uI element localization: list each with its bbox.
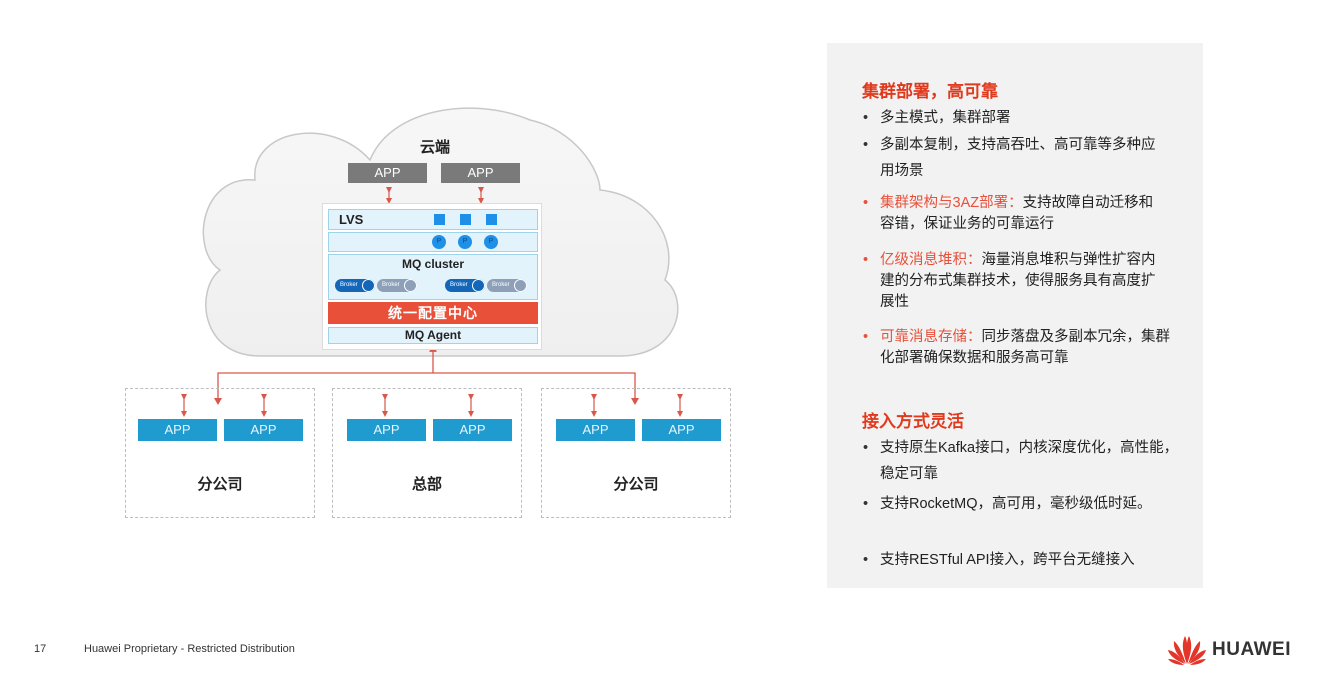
broker-standby[interactable]: Broker <box>377 279 417 292</box>
bullet-item: • 支持RESTful API接入，跨平台无缝接入 <box>860 547 1190 573</box>
bullet-dot-icon: • <box>863 552 869 568</box>
bullet-text: 支持原生Kafka接口，内核深度优化，高性能，稳定可靠 <box>880 440 1179 482</box>
broker-active[interactable]: Broker <box>445 279 485 292</box>
brand-name: HUAWEI <box>1212 639 1291 660</box>
broker-knob-icon <box>404 279 417 292</box>
feature-panel: 集群部署，高可靠 • 多主模式，集群部署 • 多副本复制，支持高吞吐、高可靠等多种应… <box>827 43 1203 588</box>
huawei-flower-icon <box>1168 636 1206 665</box>
bullet-text: 海量消息堆积与弹性扩容内建的分布式集群技术，使得服务具有高度扩展性 <box>880 252 1156 310</box>
proxy-node-icon: P <box>432 235 446 249</box>
arrow-head-left-branch <box>214 398 222 405</box>
config-center-bar[interactable]: 统一配置中心 <box>328 302 538 324</box>
office-headquarters: APP APP 总部 <box>332 388 522 518</box>
office-label: 分公司 <box>197 476 243 493</box>
broker-knob-icon <box>514 279 527 292</box>
office-label: 总部 <box>411 476 442 493</box>
lvs-node-icon <box>434 214 445 225</box>
bullet-text: 支持RESTful API接入，跨平台无缝接入 <box>880 552 1135 568</box>
bullet-highlight: 集群架构与3AZ部署： <box>880 195 1023 211</box>
lvs-label: LVS <box>339 212 364 227</box>
bullet-highlight: 亿级消息堆积： <box>880 252 982 268</box>
bullet-dot-icon: • <box>863 440 869 456</box>
office-app-box[interactable]: APP <box>642 419 721 441</box>
broker-label: Broker <box>492 282 510 288</box>
bullet-text: 多副本复制，支持高吞吐、高可靠等多种应用场景 <box>880 137 1156 179</box>
bullet-dot-icon: • <box>863 252 869 268</box>
bullet-dot-icon: • <box>863 195 869 211</box>
broker-standby[interactable]: Broker <box>487 279 527 292</box>
bullet-item: • 集群架构与3AZ部署：支持故障自动迁移和容错，保证业务的可靠运行 <box>860 193 1165 235</box>
proxy-layer[interactable]: P P P <box>328 232 538 252</box>
bullet-item: • 支持原生Kafka接口，内核深度优化，高性能，稳定可靠 <box>860 435 1180 487</box>
bullet-text: 支持RocketMQ，高可用，毫秒级低时延。 <box>880 496 1152 512</box>
arrow-head-right-branch <box>631 398 639 405</box>
office-app-box[interactable]: APP <box>224 419 303 441</box>
broker-active[interactable]: Broker <box>335 279 375 292</box>
cloud-title: 云端 <box>419 139 450 156</box>
proxy-node-icon: P <box>484 235 498 249</box>
bullet-text: 同步落盘及多副本冗余，集群化部署确保数据和服务高可靠 <box>880 329 1170 366</box>
bullet-dot-icon: • <box>863 329 869 345</box>
mq-agent-bar[interactable]: MQ Agent <box>328 327 538 344</box>
office-app-box[interactable]: APP <box>347 419 426 441</box>
bullet-item: • 可靠消息存储：同步落盘及多副本冗余，集群化部署确保数据和服务高可靠 <box>860 327 1180 369</box>
mq-stack: LVS P P P MQ cluster Broker Broker Broke… <box>322 203 542 350</box>
section-title-cluster: 集群部署，高可靠 <box>862 82 998 101</box>
office-branch-left: APP APP 分公司 <box>125 388 315 518</box>
section-title-access: 接入方式灵活 <box>862 412 964 431</box>
office-app-arrows <box>181 394 683 417</box>
office-app-box[interactable]: APP <box>138 419 217 441</box>
office-branch-right: APP APP 分公司 <box>541 388 731 518</box>
bullet-dot-icon: • <box>863 496 869 512</box>
bullet-dot-icon: • <box>863 137 869 153</box>
huawei-logo: HUAWEI <box>1166 632 1311 666</box>
bullet-item: • 亿级消息堆积：海量消息堆积与弹性扩容内建的分布式集群技术，使得服务具有高度扩展… <box>860 250 1165 313</box>
bullet-highlight: 可靠消息存储： <box>880 329 982 345</box>
bullet-item: • 多副本复制，支持高吞吐、高可靠等多种应用场景 <box>860 132 1160 184</box>
office-app-box[interactable]: APP <box>433 419 512 441</box>
lvs-node-icon <box>460 214 471 225</box>
bullet-item: • 多主模式，集群部署 <box>860 105 1190 131</box>
cloud-app-box[interactable]: APP <box>441 163 520 183</box>
lvs-node-icon <box>486 214 497 225</box>
broker-knob-icon <box>472 279 485 292</box>
connector-branch-bus <box>217 372 636 400</box>
bullet-item: • 支持RocketMQ，高可用，毫秒级低时延。 <box>860 491 1170 517</box>
bullet-text: 支持故障自动迁移和容错，保证业务的可靠运行 <box>880 195 1154 232</box>
page-number: 17 <box>34 643 47 655</box>
lvs-layer[interactable]: LVS <box>328 209 538 230</box>
broker-label: Broker <box>450 282 468 288</box>
footer-notice: Huawei Proprietary - Restricted Distribu… <box>84 643 295 655</box>
bullet-dot-icon: • <box>863 110 869 126</box>
proxy-node-icon: P <box>458 235 472 249</box>
mq-cluster-label: MQ cluster <box>401 257 464 271</box>
broker-knob-icon <box>362 279 375 292</box>
broker-label: Broker <box>340 282 358 288</box>
mq-cluster-layer[interactable]: MQ cluster Broker Broker Broker Broker <box>328 254 538 300</box>
cloud-app-box[interactable]: APP <box>348 163 427 183</box>
broker-label: Broker <box>382 282 400 288</box>
bullet-text: 多主模式，集群部署 <box>880 110 1011 126</box>
office-app-box[interactable]: APP <box>556 419 635 441</box>
office-label: 分公司 <box>613 476 659 493</box>
